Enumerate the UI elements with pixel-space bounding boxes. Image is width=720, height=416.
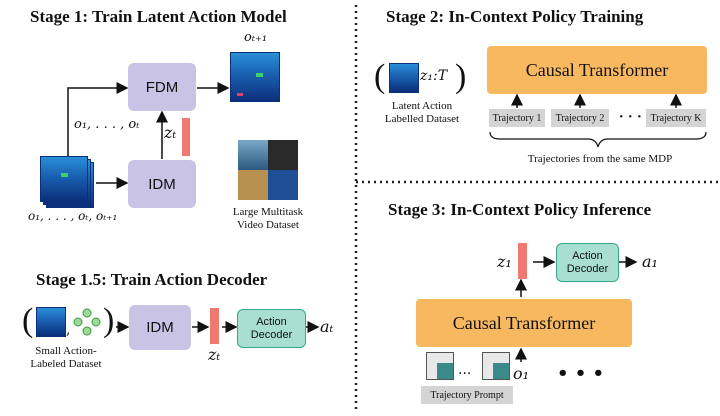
stage15-title: Stage 1.5: Train Action Decoder	[36, 270, 268, 289]
idm-box: IDM	[128, 160, 196, 208]
stage1-title: Stage 1: Train Latent Action Model	[30, 7, 287, 26]
latent-action-bar	[182, 118, 190, 156]
right-paren: )	[103, 302, 115, 339]
multitask-caption-line2: Video Dataset	[237, 219, 299, 231]
trajectory-1-label: Trajectory 1	[492, 112, 542, 124]
left-paren-s2: (	[374, 58, 386, 95]
action-a1-label: a₁	[642, 252, 658, 271]
decoder-line2-stage3: Decoder	[566, 262, 609, 275]
latent-action-bar-stage15	[210, 308, 219, 344]
action-decoder-stage15: Action Decoder	[237, 309, 306, 348]
fish-sprite	[256, 73, 263, 77]
fish-sprite	[61, 173, 68, 177]
causal-transformer-stage2: Causal Transformer	[487, 46, 707, 94]
trajectory-k-label: Trajectory K	[650, 112, 702, 124]
latent-zt-label: zₜ	[164, 123, 177, 142]
brace-caption: Trajectories from the same MDP	[527, 153, 673, 165]
latent-sequence-label: z₁:T	[420, 68, 448, 84]
trajectory-prompt-chip: Trajectory Prompt	[421, 386, 513, 404]
latent-action-bar-stage3	[518, 243, 527, 279]
prompt-frame-2-shape	[493, 363, 509, 379]
action-at-label: aₜ	[320, 317, 334, 336]
video-tile-3	[238, 170, 268, 200]
latent-dataset-line2: Labelled Dataset	[384, 113, 460, 125]
prompt-frame-2	[482, 352, 510, 380]
coral-sprite	[237, 93, 243, 96]
latent-z1-label: z₁	[497, 252, 512, 271]
decoder-line1-stage15: Action	[256, 315, 287, 328]
multitask-caption-line1: Large Multitask	[232, 206, 304, 218]
prompt-frame-1-shape	[437, 363, 453, 379]
multitask-video-grid	[238, 140, 298, 200]
next-obs-label: oₜ₊₁	[244, 30, 268, 45]
small-dataset-frame	[36, 307, 66, 337]
obs-sequence-label: o₁, . . . , oₜ	[74, 117, 140, 132]
video-tile-4	[268, 170, 298, 200]
latent-dataset-caption: Latent Action Labelled Dataset	[372, 100, 472, 126]
small-dataset-line2: Labeled Dataset	[30, 358, 102, 370]
video-tile-2	[268, 140, 298, 170]
latent-dataset-line1: Latent Action	[391, 100, 453, 112]
stage2-title: Stage 2: In-Context Policy Training	[386, 7, 644, 26]
prompt-frame-1	[426, 352, 454, 380]
transformer-label-stage2: Causal Transformer	[525, 59, 669, 80]
stage3-title: Stage 3: In-Context Policy Inference	[388, 200, 652, 219]
fdm-label: FDM	[145, 78, 179, 96]
input-frame-front	[40, 156, 88, 202]
prompt-ellipsis: ...	[458, 362, 472, 378]
multitask-dataset-caption: Large Multitask Video Dataset	[218, 206, 318, 232]
decoder-line1-stage3: Action	[572, 249, 603, 262]
arrow-obs-to-fdm	[67, 82, 129, 160]
input-sequence-label: o₁, . . . , oₜ, oₜ₊₁	[28, 209, 118, 223]
trajectory-prompt-label: Trajectory Prompt	[430, 389, 504, 401]
trajectory-2-label: Trajectory 2	[555, 112, 605, 124]
decoder-line2-stage15: Decoder	[250, 328, 293, 341]
idm-label: IDM	[148, 175, 176, 193]
idm-label-stage15: IDM	[146, 319, 174, 336]
trajectory-brace	[489, 131, 707, 148]
latent-dataset-frame	[389, 63, 419, 93]
right-paren-s2: )	[455, 58, 467, 95]
obs-o1-label: o₁	[513, 364, 530, 383]
video-tile-1	[238, 140, 268, 170]
small-dataset-caption: Small Action- Labeled Dataset	[18, 345, 114, 371]
fdm-box: FDM	[128, 63, 196, 111]
left-paren: (	[22, 302, 34, 339]
continuation-dots: • • •	[557, 363, 605, 384]
causal-transformer-stage3: Causal Transformer	[416, 299, 632, 347]
dpad-icon	[73, 308, 101, 336]
transformer-label-stage3: Causal Transformer	[452, 312, 596, 333]
comma-glyph: ,	[66, 322, 71, 338]
latent-zt-label-stage15: zₜ	[208, 345, 221, 364]
idm-box-stage15: IDM	[129, 305, 191, 350]
trajectory-1-chip: Trajectory 1	[489, 109, 545, 127]
trajectory-ellipsis: · · ·	[619, 110, 642, 125]
small-dataset-line1: Small Action-	[35, 345, 97, 357]
next-frame-image	[230, 52, 280, 102]
action-decoder-stage3: Action Decoder	[556, 243, 619, 282]
trajectory-2-chip: Trajectory 2	[551, 109, 609, 127]
trajectory-k-chip: Trajectory K	[646, 109, 706, 127]
